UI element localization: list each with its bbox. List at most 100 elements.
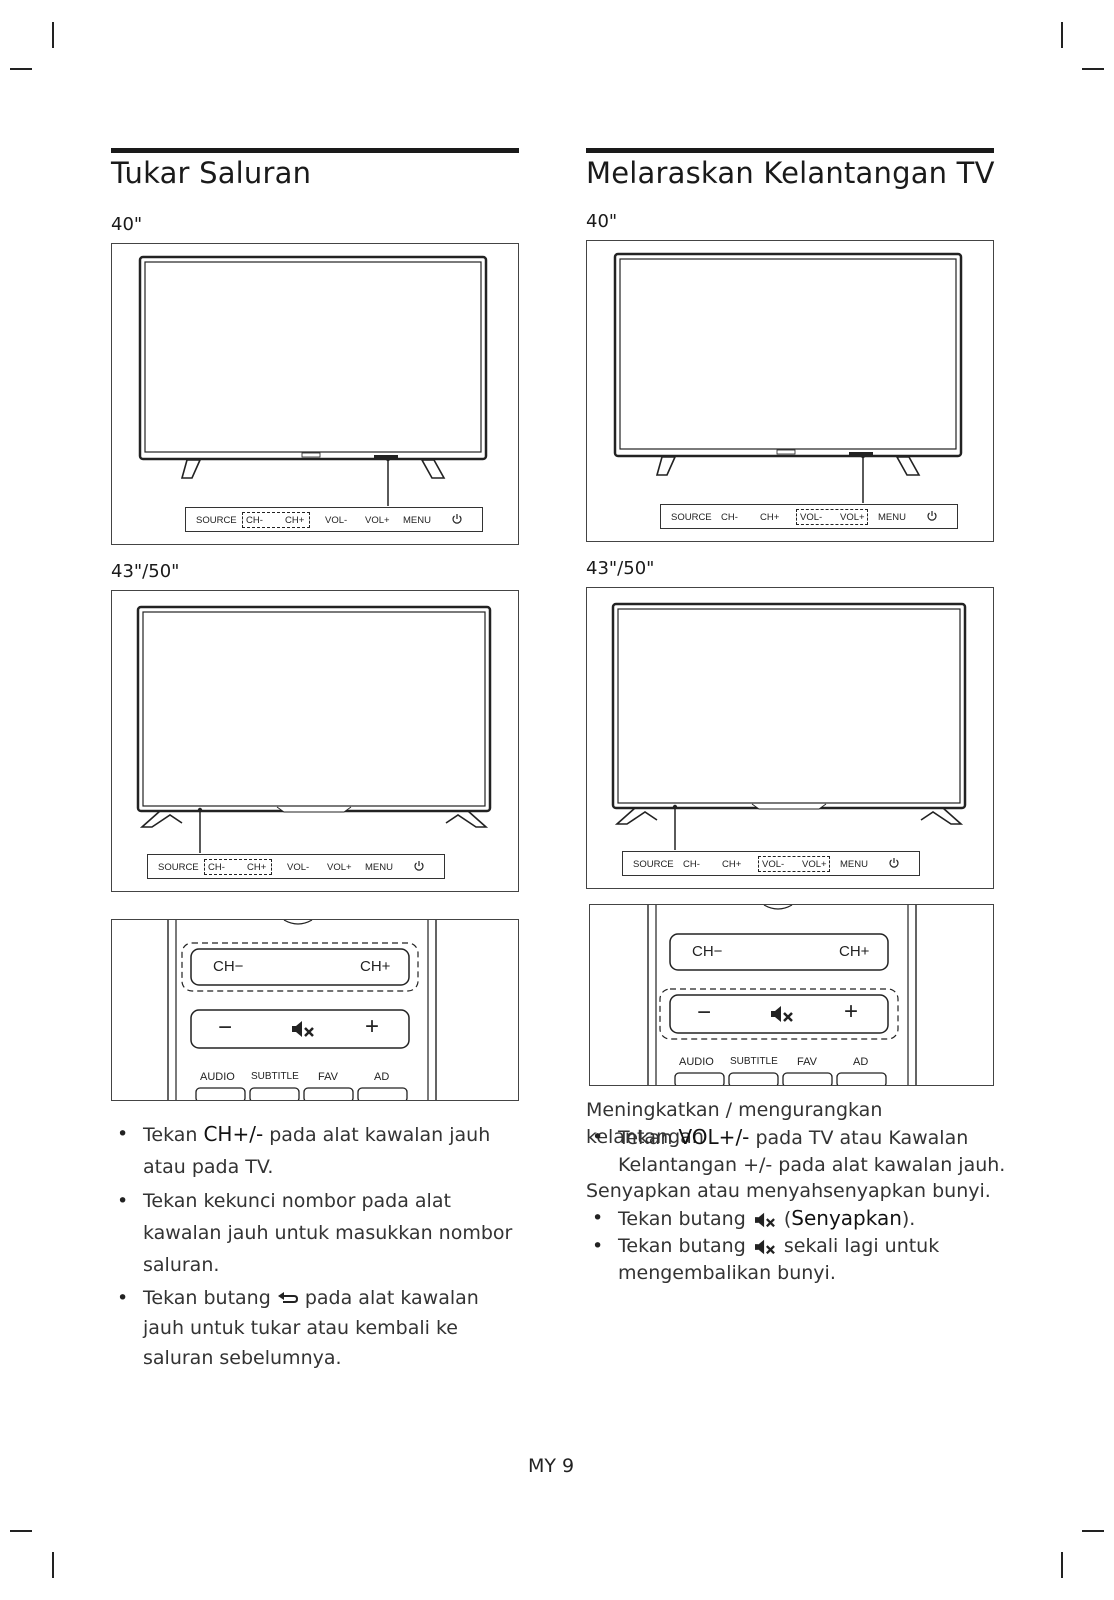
tv-ch-minus-button[interactable]: CH- (246, 515, 263, 526)
tv-vol-minus-button[interactable]: VOL- (287, 862, 310, 873)
instruction-item: Tekan VOL+/- pada TV atau Kawalan Kelant… (588, 1124, 1006, 1179)
tv-menu-button[interactable]: MENU (840, 859, 868, 870)
mute-icon[interactable] (290, 1018, 316, 1040)
instruction-text: Tekan butang (143, 1287, 277, 1309)
remote-subtitle-label: SUBTITLE (730, 1056, 778, 1067)
tv-ch-plus-button[interactable]: CH+ (722, 859, 742, 870)
tv-button-bar: SOURCE CH- CH+ VOL- VOL+ MENU (622, 851, 920, 876)
remote-fav-label: FAV (797, 1056, 817, 1068)
tv-vol-minus-button[interactable]: VOL- (800, 512, 823, 523)
instruction-item: Tekan kekunci nombor pada alat kawalan j… (113, 1185, 523, 1281)
highlight-box (242, 512, 310, 528)
tv-diagram-43-50: SOURCE CH- CH+ VOL- VOL+ MENU (111, 590, 519, 892)
tv-vol-plus-button[interactable]: VOL+ (365, 515, 390, 526)
instruction-text: pada alat kawalan jauh untuk tukar atau … (143, 1287, 479, 1369)
remote-ch-plus-label[interactable]: CH+ (839, 943, 870, 960)
remote-ch-plus-label[interactable]: CH+ (360, 958, 391, 975)
section-title: Melaraskan Kelantangan TV (586, 156, 995, 190)
tv-source-button[interactable]: SOURCE (158, 862, 199, 873)
tv-ch-plus-button[interactable]: CH+ (247, 862, 267, 873)
instruction-text: ( (777, 1208, 792, 1230)
instruction-text: ). (901, 1208, 916, 1230)
tv-button-bar: SOURCE CH- CH+ VOL- VOL+ MENU (147, 854, 445, 879)
size-label-40: 40" (111, 214, 143, 235)
section-title: Tukar Saluran (111, 156, 312, 190)
instruction-text: Tekan butang (618, 1208, 752, 1230)
mute-icon (754, 1239, 775, 1254)
tv-illustration (611, 602, 967, 850)
key-label: VOL+/- (678, 1125, 750, 1149)
section-subheading: Senyapkan atau menyahsenyapkan bunyi. (586, 1180, 991, 1202)
back-icon (277, 1291, 298, 1303)
tv-source-button[interactable]: SOURCE (196, 515, 237, 526)
remote-illustration (167, 920, 437, 1100)
remote-ch-minus-label[interactable]: CH− (692, 943, 723, 960)
tv-diagram-43-50: SOURCE CH- CH+ VOL- VOL+ MENU (586, 587, 994, 889)
section-rule (586, 148, 994, 153)
instruction-list: Tekan butang (Senyapkan). Tekan butang s… (588, 1205, 1006, 1287)
key-label: CH+/- (203, 1122, 264, 1146)
tv-vol-minus-button[interactable]: VOL- (325, 515, 348, 526)
remote-illustration (647, 905, 917, 1085)
highlight-box (796, 509, 868, 525)
crop-mark (52, 22, 54, 48)
crop-mark (10, 1530, 32, 1532)
instruction-list: Tekan VOL+/- pada TV atau Kawalan Kelant… (588, 1124, 1006, 1179)
remote-audio-label: AUDIO (200, 1071, 235, 1083)
tv-ch-minus-button[interactable]: CH- (208, 862, 225, 873)
instruction-item: Tekan butang (Senyapkan). (588, 1205, 1006, 1233)
remote-vol-minus-label[interactable]: − (218, 1014, 233, 1041)
tv-diagram-40: SOURCE CH- CH+ VOL- VOL+ MENU (586, 240, 994, 542)
highlight-box (758, 856, 830, 872)
highlight-box (204, 859, 272, 875)
tv-source-button[interactable]: SOURCE (671, 512, 712, 523)
tv-illustration (136, 605, 492, 853)
mute-icon[interactable] (769, 1003, 795, 1025)
remote-vol-plus-label[interactable]: + (844, 998, 859, 1025)
tv-button-bar: SOURCE CH- CH+ VOL- VOL+ MENU (660, 504, 958, 529)
tv-vol-plus-button[interactable]: VOL+ (327, 862, 352, 873)
instruction-text: Tekan (143, 1124, 204, 1146)
remote-ad-label: AD (374, 1071, 390, 1083)
section-rule (111, 148, 519, 153)
tv-button-bar: SOURCE CH- CH+ VOL- VOL+ MENU (185, 507, 483, 532)
tv-menu-button[interactable]: MENU (878, 512, 906, 523)
instruction-text: pada alat kawalan jauh atau pada TV. (143, 1124, 491, 1178)
remote-subtitle-label: SUBTITLE (251, 1071, 299, 1082)
remote-vol-plus-label[interactable]: + (365, 1013, 380, 1040)
tv-source-button[interactable]: SOURCE (633, 859, 674, 870)
remote-fav-label: FAV (318, 1071, 338, 1083)
key-label: Senyapkan (791, 1206, 902, 1230)
instruction-item: Tekan CH+/- pada alat kawalan jauh atau … (113, 1118, 523, 1183)
tv-illustration (613, 252, 963, 503)
tv-menu-button[interactable]: MENU (365, 862, 393, 873)
remote-ch-minus-label[interactable]: CH− (213, 958, 244, 975)
remote-vol-minus-label[interactable]: − (697, 999, 712, 1026)
tv-ch-plus-button[interactable]: CH+ (285, 515, 305, 526)
size-label-43-50: 43"/50" (111, 561, 180, 582)
instruction-text: Tekan butang (618, 1235, 752, 1257)
tv-diagram-40: SOURCE CH- CH+ VOL- VOL+ MENU (111, 243, 519, 545)
instruction-list: Tekan CH+/- pada alat kawalan jauh atau … (113, 1118, 523, 1373)
tv-illustration (138, 255, 488, 506)
instruction-text: sekali lagi untuk mengembalikan bunyi. (618, 1235, 940, 1284)
tv-vol-minus-button[interactable]: VOL- (762, 859, 785, 870)
tv-ch-minus-button[interactable]: CH- (721, 512, 738, 523)
tv-vol-plus-button[interactable]: VOL+ (840, 512, 865, 523)
remote-closeup-channel: CH− CH+ − + AUDIO SUBTITLE FAV AD (111, 919, 519, 1101)
crop-mark (10, 68, 32, 70)
power-icon[interactable] (413, 860, 425, 872)
power-icon[interactable] (451, 513, 463, 525)
size-label-43-50: 43"/50" (586, 558, 655, 579)
size-label-40: 40" (586, 211, 618, 232)
power-icon[interactable] (926, 510, 938, 522)
tv-vol-plus-button[interactable]: VOL+ (802, 859, 827, 870)
crop-mark (1082, 68, 1104, 70)
tv-ch-minus-button[interactable]: CH- (683, 859, 700, 870)
instruction-text: Tekan (618, 1127, 679, 1149)
tv-menu-button[interactable]: MENU (403, 515, 431, 526)
tv-ch-plus-button[interactable]: CH+ (760, 512, 780, 523)
crop-mark (1061, 1552, 1063, 1578)
power-icon[interactable] (888, 857, 900, 869)
instruction-item: Tekan butang sekali lagi untuk mengembal… (588, 1233, 1006, 1287)
